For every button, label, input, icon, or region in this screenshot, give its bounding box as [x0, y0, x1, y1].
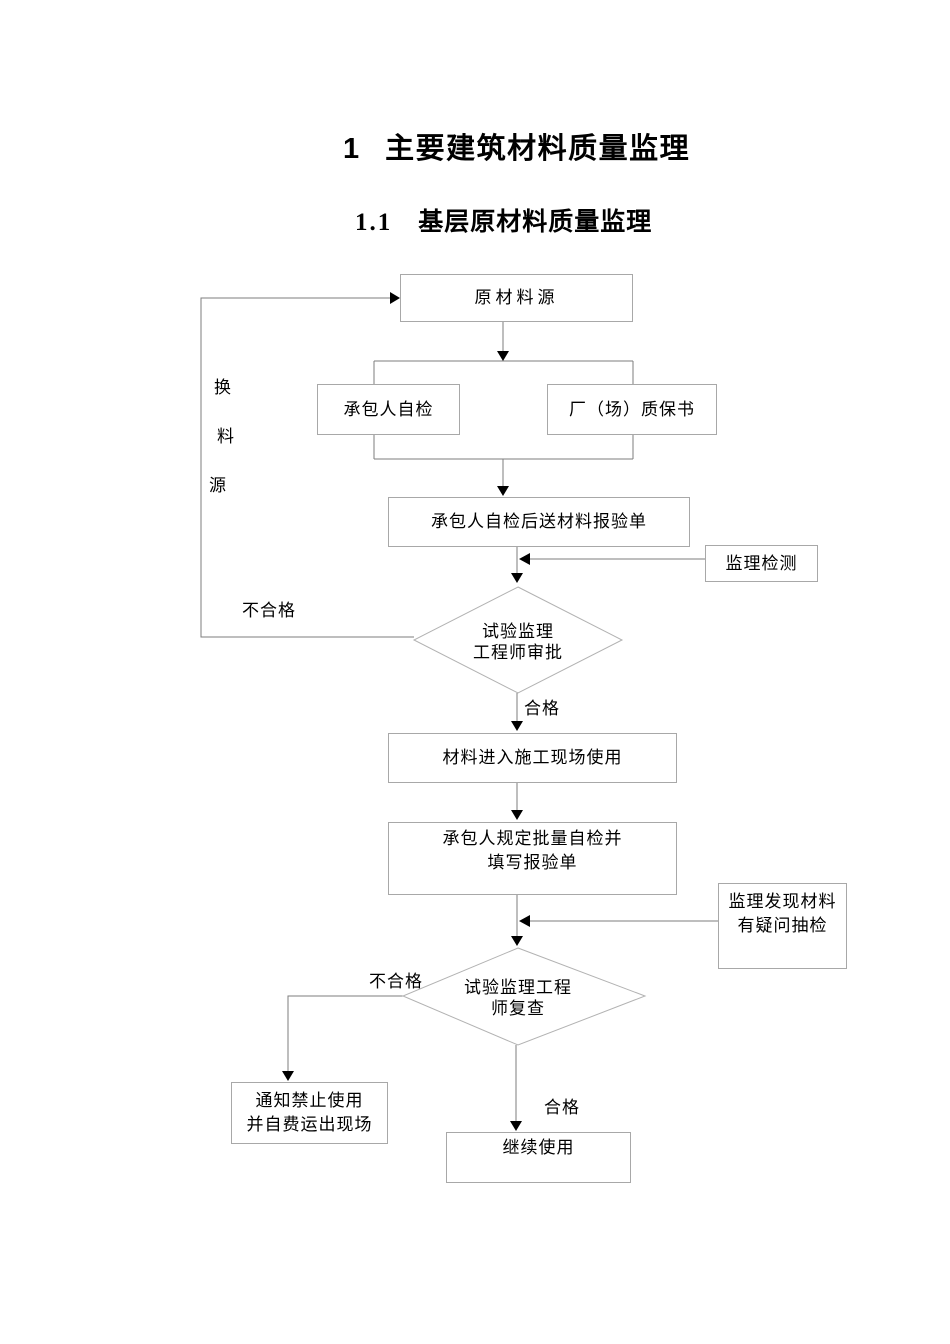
page-title: 1 主要建筑材料质量监理	[343, 133, 691, 165]
edge-label-fail: 不合格	[369, 972, 423, 991]
decision-label-line1: 试验监理	[482, 622, 554, 641]
section-title: 1.1 基层原材料质量监理	[355, 209, 653, 236]
arrowhead-sampling	[519, 915, 530, 927]
node-factory-certificate: 厂（场）质保书	[547, 384, 717, 435]
decision-label-line2: 师复查	[491, 999, 545, 1018]
node-notify-prohibit: 通知禁止使用 并自费运出现场	[231, 1082, 388, 1144]
arrowhead-into-notify	[282, 1071, 294, 1081]
node-submit-inspection-form: 承包人自检后送材料报验单	[388, 497, 690, 547]
connector-recheck-fail	[287, 995, 403, 1072]
node-supervision-sampling: 监理发现材料 有疑问抽检	[718, 883, 847, 969]
arrowhead-split	[497, 351, 509, 361]
arrowhead-test	[519, 553, 530, 565]
node-label-line1: 监理发现材料	[728, 892, 837, 911]
page-title-text: 主要建筑材料质量监理	[385, 133, 691, 165]
node-batch-self-check: 承包人规定批量自检并 填写报验单	[388, 822, 677, 895]
recheck-decision-diamond	[401, 947, 647, 1046]
node-raw-material-source: 原材料源	[400, 274, 633, 322]
arrowhead-into-enter	[511, 721, 523, 731]
node-label: 厂（场）质保书	[569, 399, 695, 419]
node-contractor-self-check: 承包人自检	[317, 384, 460, 435]
arrowhead-into-recheck	[511, 936, 523, 946]
node-continue-use: 继续使用	[446, 1132, 631, 1183]
change-source-char: 源	[209, 476, 227, 495]
node-label-line1: 通知禁止使用	[255, 1091, 364, 1110]
approval-decision-diamond	[412, 586, 624, 694]
node-label-line2: 填写报验单	[487, 853, 578, 872]
section-title-number: 1.1	[355, 209, 393, 236]
section-title-text: 基层原材料质量监理	[418, 209, 653, 236]
change-source-char: 料	[217, 427, 235, 446]
edge-label-fail: 不合格	[242, 601, 296, 620]
node-label-line2: 有疑问抽检	[737, 916, 828, 935]
decision-label-line2: 工程师审批	[473, 643, 563, 662]
node-label: 监理检测	[725, 553, 798, 573]
node-approval-decision-label: 试验监理 工程师审批	[418, 621, 618, 663]
edge-label-pass: 合格	[544, 1098, 580, 1117]
node-label: 材料进入施工现场使用	[442, 748, 623, 767]
node-label: 承包人自检后送材料报验单	[431, 512, 647, 531]
node-label: 继续使用	[502, 1138, 575, 1157]
arrowhead-into-batch	[511, 810, 523, 820]
node-supervision-test: 监理检测	[705, 545, 818, 582]
arrowhead-into-form	[497, 486, 509, 496]
change-source-char: 换	[214, 378, 232, 397]
node-label: 承包人自检	[343, 399, 434, 419]
arrowhead-into-continue	[510, 1121, 522, 1131]
decision-label-line1: 试验监理工程	[464, 978, 572, 997]
connector-fail-loop	[200, 297, 414, 638]
node-enter-site-use: 材料进入施工现场使用	[388, 733, 677, 783]
node-label-line2: 并自费运出现场	[246, 1115, 373, 1134]
page-title-number: 1	[343, 133, 360, 165]
edge-label-pass: 合格	[524, 699, 560, 718]
node-recheck-decision-label: 试验监理工程 师复查	[418, 977, 618, 1019]
node-label-line1: 承包人规定批量自检并	[442, 829, 623, 848]
node-label: 原材料源	[474, 288, 559, 307]
arrowhead-into-source	[390, 292, 400, 304]
arrowhead-into-approval	[511, 573, 523, 583]
